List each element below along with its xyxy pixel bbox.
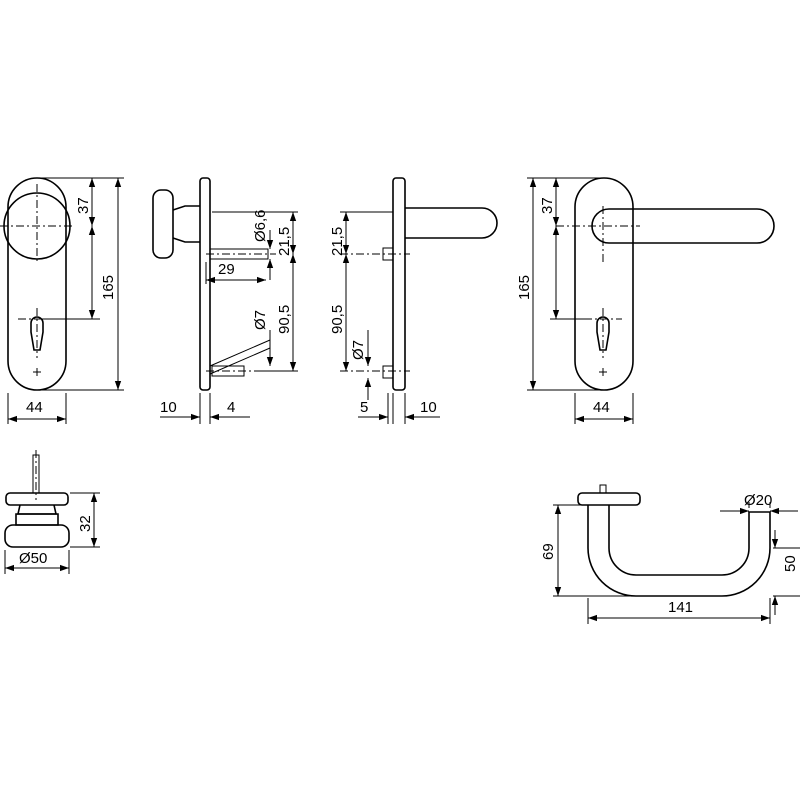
knob-top-rose — [5, 492, 69, 506]
rose-plate — [7, 177, 67, 391]
dim-knob-height: 32 — [77, 515, 94, 532]
knob-head — [152, 189, 174, 259]
dim-v3-left: 5 — [360, 399, 368, 416]
dim-v2-left: 10 — [160, 399, 177, 416]
lever-arm-side — [405, 207, 498, 239]
lever-arm-front — [591, 208, 775, 244]
cylinder-hole-lever — [584, 308, 622, 358]
cylinder-hole — [18, 308, 56, 358]
view-lever-front: 37 165 44 — [516, 177, 775, 424]
knob-top-head — [4, 524, 70, 548]
view-lever-top: 69 Ø20 50 141 — [540, 484, 800, 624]
dim-v3-span: 90,5 — [329, 305, 346, 334]
dim-v3-top-offset: 21,5 — [329, 227, 346, 256]
dim-v1-top: 37 — [75, 197, 92, 214]
view-knob-top: 32 Ø50 — [4, 450, 100, 574]
dim-v4-height: 165 — [516, 275, 533, 300]
lever-rose-side — [392, 177, 406, 391]
dim-lever-drop: 50 — [782, 555, 799, 572]
dim-v1-width: 44 — [26, 399, 43, 416]
dim-knob-dia: Ø50 — [19, 550, 47, 567]
dim-v2-span: 90,5 — [276, 305, 293, 334]
lever-rose-front — [574, 177, 634, 391]
view-knob-rose-front: 44 37 165 — [0, 177, 124, 424]
lever-top-arm — [587, 505, 771, 597]
lever-top-rose — [577, 492, 641, 506]
dim-v2-dia-top: Ø6,6 — [252, 209, 269, 242]
dim-v2-top-offset: 21,5 — [276, 227, 293, 256]
dim-v3-right: 10 — [420, 399, 437, 416]
dim-v2-right: 4 — [227, 399, 235, 416]
dim-lever-height: 69 — [540, 543, 557, 560]
dim-v2-pin-length: 29 — [218, 261, 235, 278]
dim-v3-dia: Ø7 — [350, 340, 367, 360]
view-knob-side: 10 4 29 Ø6,6 21,5 90,5 Ø7 — [152, 177, 298, 424]
view-lever-side: 21,5 90,5 Ø7 5 10 — [329, 177, 498, 424]
dim-v1-height: 165 — [100, 275, 117, 300]
dim-lever-length: 141 — [668, 599, 693, 616]
dim-v4-top: 37 — [539, 197, 556, 214]
dim-v4-width: 44 — [593, 399, 610, 416]
rose-side — [199, 177, 211, 391]
dim-lever-dia: Ø20 — [744, 492, 772, 509]
dim-v2-dia-bottom: Ø7 — [252, 310, 269, 330]
